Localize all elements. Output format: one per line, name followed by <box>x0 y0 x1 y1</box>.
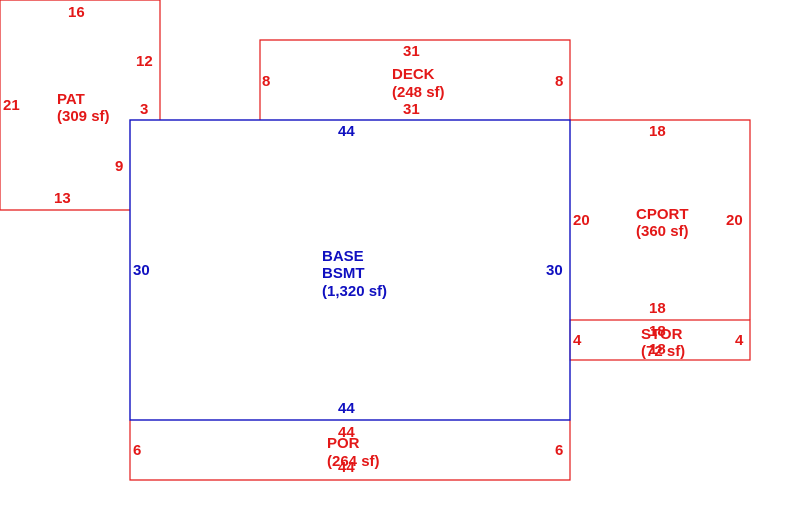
pat-area: PAT (309 sf) 16 21 12 3 9 13 <box>0 0 161 211</box>
pat-outline <box>0 0 161 211</box>
stor-area-label: (72 sf) <box>641 343 685 360</box>
por-dim-top: 44 <box>338 424 355 441</box>
deck-dim-left: 8 <box>262 73 270 90</box>
deck-dim-right: 8 <box>555 73 563 90</box>
base-dim-top: 44 <box>338 123 355 140</box>
por-dim-right: 6 <box>555 442 563 459</box>
pat-dim-bottom: 13 <box>54 190 71 207</box>
stor-dim-bottom: 18 <box>649 341 666 358</box>
cport-dim-right: 20 <box>726 212 743 229</box>
stor-area: STOR (72 sf) 18 18 4 4 <box>569 319 751 361</box>
bsmt-name: BSMT <box>322 265 365 282</box>
deck-dim-bottom: 31 <box>403 101 420 118</box>
por-area-label: (264 sf) <box>327 453 380 470</box>
stor-dim-right: 4 <box>735 332 744 349</box>
base-dim-right: 30 <box>546 262 563 279</box>
pat-dim-notch: 3 <box>140 101 148 118</box>
stor-dim-top: 18 <box>649 323 666 340</box>
stor-dim-left: 4 <box>573 332 582 349</box>
pat-dim-top: 16 <box>68 4 85 21</box>
cport-dim-top: 18 <box>649 123 666 140</box>
por-area: POR (264 sf) 44 44 6 6 <box>129 420 571 481</box>
deck-area: DECK (248 sf) 31 31 8 8 <box>259 39 571 120</box>
pat-name: PAT <box>57 91 85 108</box>
cport-outline <box>570 119 751 320</box>
base-dim-left: 30 <box>133 262 150 279</box>
deck-area-label: (248 sf) <box>392 84 445 101</box>
deck-dim-top: 31 <box>403 43 420 60</box>
base-area-label: (1,320 sf) <box>322 283 387 300</box>
base-area: BASE BSMT (1,320 sf) 44 44 30 30 <box>129 119 571 421</box>
base-outline <box>129 119 571 421</box>
por-dim-bottom: 44 <box>338 459 355 476</box>
cport-dim-left: 20 <box>573 212 590 229</box>
pat-dim-left: 21 <box>3 97 20 114</box>
pat-dim-right-upper: 12 <box>136 53 153 70</box>
pat-area-label: (309 sf) <box>57 108 110 125</box>
base-dim-bottom: 44 <box>338 400 355 417</box>
por-outline <box>129 420 571 481</box>
cport-area: CPORT (360 sf) 18 18 20 20 <box>570 119 751 320</box>
por-name: POR <box>327 435 360 452</box>
cport-name: CPORT <box>636 206 689 223</box>
cport-area-label: (360 sf) <box>636 223 689 240</box>
pat-dim-right-lower: 9 <box>115 158 123 175</box>
stor-name: STOR <box>641 326 683 343</box>
por-dim-left: 6 <box>133 442 141 459</box>
deck-name: DECK <box>392 66 435 83</box>
deck-outline <box>259 39 571 120</box>
cport-dim-bottom: 18 <box>649 300 666 317</box>
base-name: BASE <box>322 248 364 265</box>
